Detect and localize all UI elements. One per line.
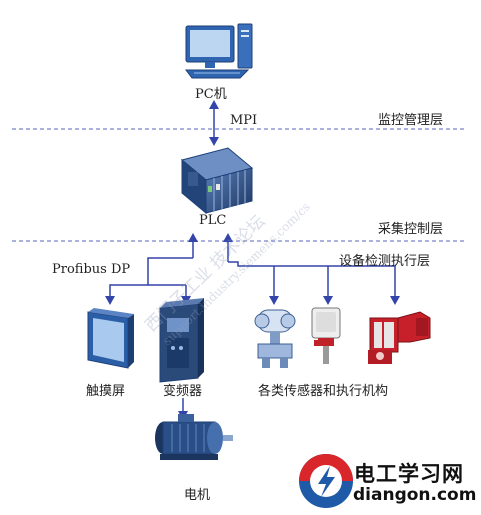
motor-icon: [155, 414, 233, 460]
layer-label-monitor: 监控管理层: [378, 113, 444, 128]
sensor-bus-link: [228, 261, 396, 300]
inverter-label: 变频器: [163, 384, 203, 399]
mpi-label: MPI: [230, 113, 258, 128]
sensor-probe-icon: [311, 307, 341, 364]
touchscreen-icon: [87, 308, 134, 369]
logo-text-cn: 电工学习网: [354, 462, 464, 486]
touchscreen-label: 触摸屏: [86, 384, 126, 399]
sensors-label: 各类传感器和执行机构: [258, 384, 389, 399]
layer-label-field: 设备检测执行层: [339, 254, 431, 269]
actuator-icon: [368, 311, 431, 364]
plc-icon: [180, 147, 254, 215]
plc-label: PLC: [199, 213, 227, 228]
motor-label: 电机: [184, 488, 211, 503]
layer-label-collect: 采集控制层: [378, 222, 444, 237]
logo-text-en: diangon.com: [353, 485, 477, 505]
pc-icon: [185, 23, 253, 79]
pc-label: PC机: [195, 87, 227, 102]
inverter-icon: [159, 298, 204, 383]
diangon-logo-icon: [299, 454, 353, 508]
profibus-label: Profibus DP: [52, 262, 131, 277]
pressure-transmitter-icon: [254, 309, 296, 368]
